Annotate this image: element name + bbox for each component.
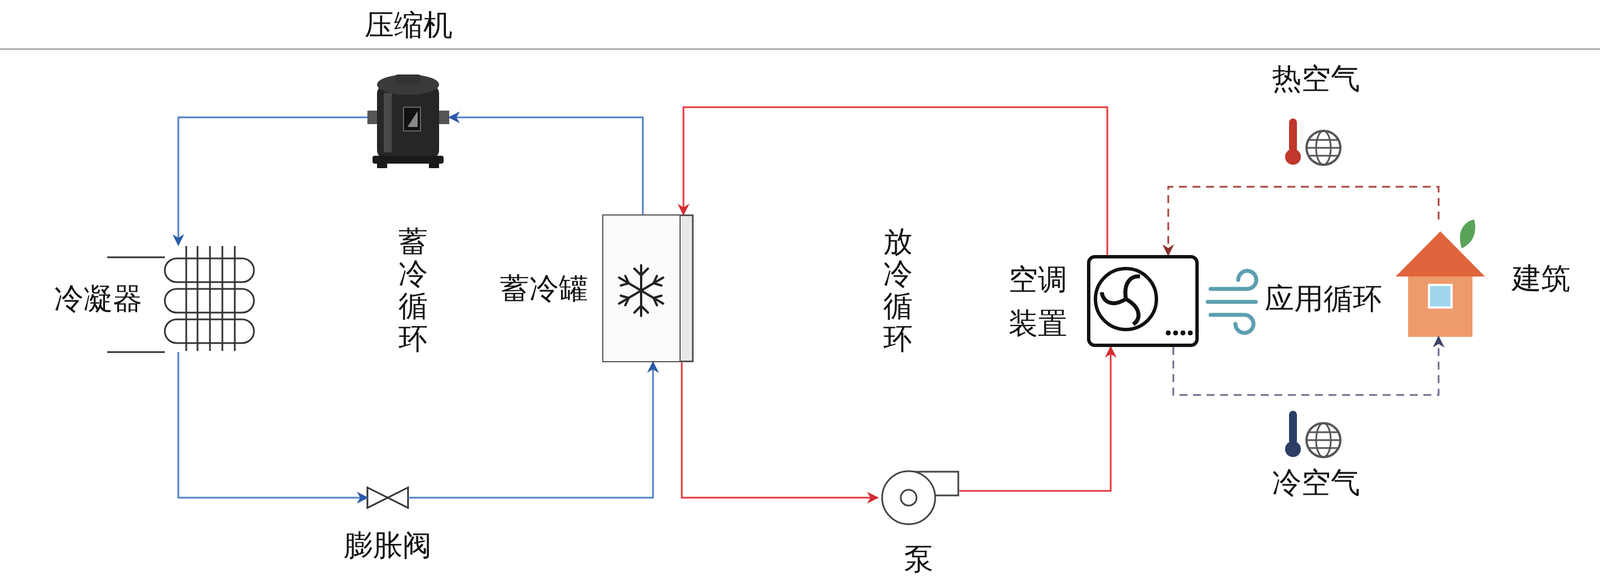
top-rule — [0, 48, 1600, 51]
node-label: 压缩机 — [364, 7, 453, 43]
flow-connector — [178, 117, 368, 245]
air-label: 热空气 — [1272, 60, 1361, 96]
flow-connector — [408, 362, 653, 498]
compressor: 压缩机 — [367, 73, 450, 169]
valve-symbol — [367, 487, 409, 508]
flow-connector — [178, 352, 368, 498]
pump-symbol — [882, 471, 959, 525]
condenser: 冷凝器 — [158, 244, 256, 353]
node-label: 冷凝器 — [54, 281, 143, 317]
house-icon — [1395, 219, 1485, 337]
flow-connector — [959, 347, 1111, 492]
air-conditioner: 空调装置 — [1086, 255, 1199, 348]
fan-symbol — [1095, 268, 1193, 336]
node-label: 空调装置 — [1008, 257, 1068, 346]
compressor-icon — [367, 74, 450, 169]
cycle-label: 应用循环 — [1264, 281, 1383, 317]
cycle-label: 放冷循环 — [883, 225, 913, 355]
cycle-label: 蓄冷循环 — [398, 225, 428, 355]
hot-air-icon — [1285, 118, 1341, 165]
flow-connector — [681, 362, 878, 498]
flow-connector — [1173, 336, 1439, 396]
pump: 泵 — [877, 469, 960, 526]
expansion-valve: 膨胀阀 — [367, 487, 409, 508]
cold-air-icon — [1285, 410, 1341, 458]
wind-icon — [1207, 270, 1257, 333]
node-label: 建筑 — [1511, 260, 1571, 296]
tank-detail — [603, 215, 693, 362]
flow-connector — [1168, 186, 1439, 256]
flow-connector — [449, 117, 643, 215]
building: 建筑 — [1395, 219, 1485, 337]
storage-tank: 蓄冷罐 — [602, 214, 694, 363]
node-label: 蓄冷罐 — [500, 270, 589, 306]
node-label: 膨胀阀 — [343, 527, 432, 563]
air-label: 冷空气 — [1272, 465, 1361, 501]
node-label: 泵 — [904, 541, 934, 577]
